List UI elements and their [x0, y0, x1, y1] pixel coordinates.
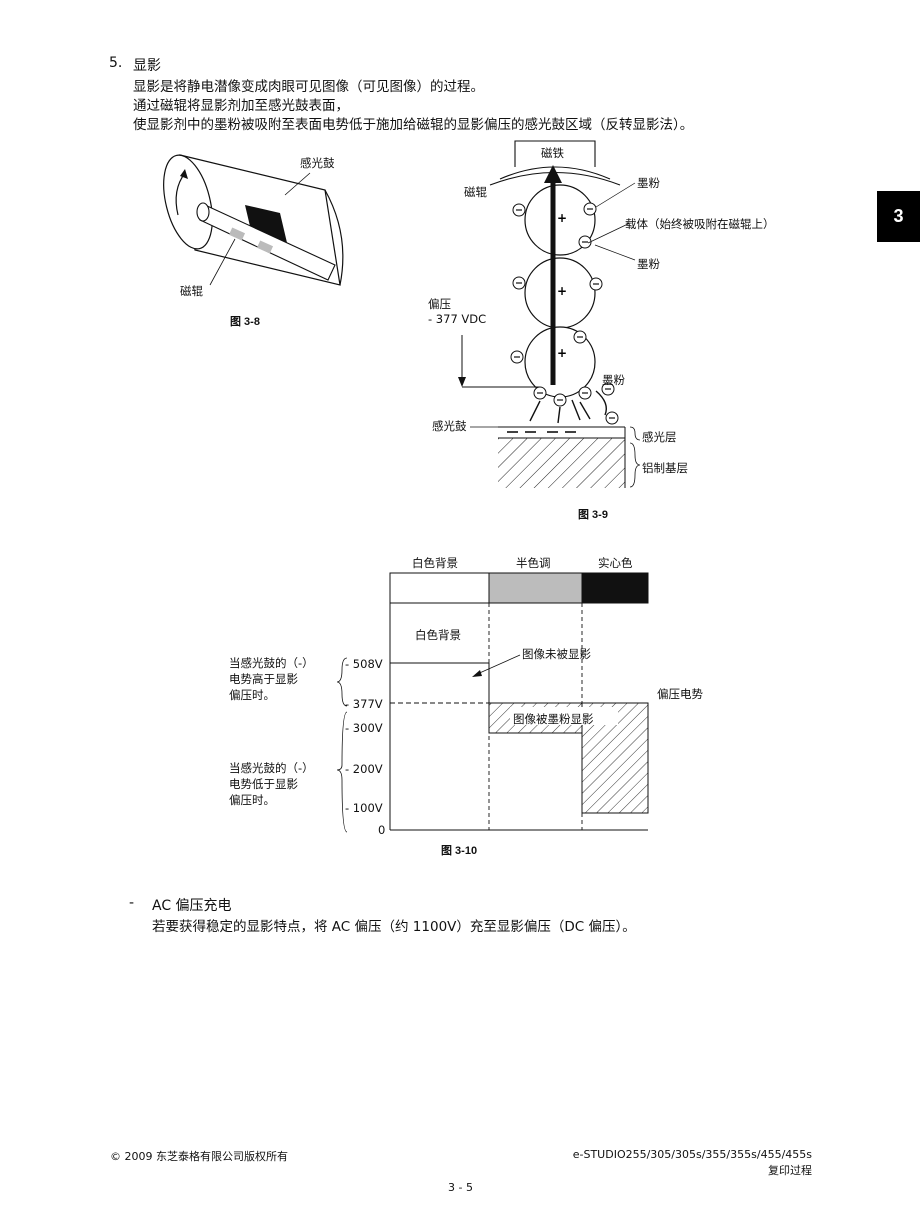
- tick-200: - 200V: [345, 762, 383, 776]
- paragraph-1: 显影是将静电潜像变成肉眼可见图像（可见图像）的过程。: [133, 79, 484, 95]
- ac-title: AC 偏压充电: [152, 898, 232, 914]
- paragraph-3: 使显影剂中的墨粉被吸附至表面电势低于施加给磁辊的显影偏压的感光鼓区域（反转显影法…: [133, 117, 694, 133]
- figure-3-9-caption: 图 3-9: [578, 509, 608, 521]
- figure-3-8-caption: 图 3-8: [230, 316, 260, 328]
- bias-potential-label: 偏压电势: [657, 687, 703, 701]
- lower-note-2: 电势低于显影: [229, 777, 298, 791]
- drum-label: 感光鼓: [300, 156, 335, 170]
- figure-3-9-illustration: + + +: [458, 140, 641, 488]
- header-solid: 实心色: [598, 556, 633, 570]
- roller-label: 磁辊: [180, 284, 203, 298]
- plus-sign: +: [557, 346, 567, 360]
- chapter-tab: 3: [877, 191, 920, 242]
- lower-note-1: 当感光鼓的（-）: [229, 761, 314, 775]
- photo-layer-label: 感光层: [642, 430, 677, 444]
- header-halftone: 半色调: [516, 556, 551, 570]
- bias-value: - 377 VDC: [428, 312, 487, 326]
- drum-label-fig9: 感光鼓: [432, 419, 467, 433]
- header-white-bg: 白色背景: [412, 556, 458, 570]
- upper-note-3: 偏压时。: [229, 688, 275, 702]
- magnet-label: 磁铁: [541, 146, 564, 160]
- paragraph-2: 通过磁辊将显影剂加至感光鼓表面，: [133, 98, 349, 114]
- bias-label: 偏压: [428, 297, 451, 311]
- figure-3-8-illustration: [163, 154, 344, 286]
- bullet-dash: -: [129, 895, 135, 911]
- section-title: 显影: [133, 58, 161, 74]
- footer-chapter: 复印过程: [768, 1164, 812, 1177]
- developed-label: 图像被墨粉显影: [513, 712, 594, 726]
- carrier-label: 载体（始终被吸附在磁辊上）: [625, 217, 775, 231]
- white-bg-label: 白色背景: [415, 628, 461, 642]
- footer-copyright: © 2009 东芝泰格有限公司版权所有: [110, 1150, 288, 1163]
- ac-text: 若要获得稳定的显影特点，将 AC 偏压（约 1100V）充至显影偏压（DC 偏压…: [152, 919, 636, 935]
- tick-100: - 100V: [345, 801, 383, 815]
- toner-label-2: 墨粉: [637, 257, 660, 271]
- tick-0: 0: [378, 823, 386, 837]
- toner-label-3: 墨粉: [602, 373, 625, 387]
- toner-label-1: 墨粉: [637, 176, 660, 190]
- magnetic-roller-label: 磁辊: [464, 185, 487, 199]
- tick-300: - 300V: [345, 721, 383, 735]
- aluminum-label: 铝制基层: [642, 461, 688, 475]
- footer-models: e-STUDIO255/305/305s/355/355s/455/455s: [572, 1148, 812, 1161]
- tick-377: - 377V: [345, 697, 383, 711]
- upper-note-1: 当感光鼓的（-）: [229, 656, 314, 670]
- plus-sign: +: [557, 211, 567, 225]
- tick-508: - 508V: [345, 657, 383, 671]
- upper-note-2: 电势高于显影: [229, 672, 298, 686]
- section-number: 5.: [109, 55, 123, 71]
- plus-sign: +: [557, 284, 567, 298]
- figure-3-10-illustration: [336, 572, 649, 833]
- footer-page-number: 3 - 5: [448, 1181, 473, 1194]
- not-developed-label: 图像未被显影: [522, 647, 591, 661]
- figure-3-10-caption: 图 3-10: [441, 845, 478, 857]
- lower-note-3: 偏压时。: [229, 793, 275, 807]
